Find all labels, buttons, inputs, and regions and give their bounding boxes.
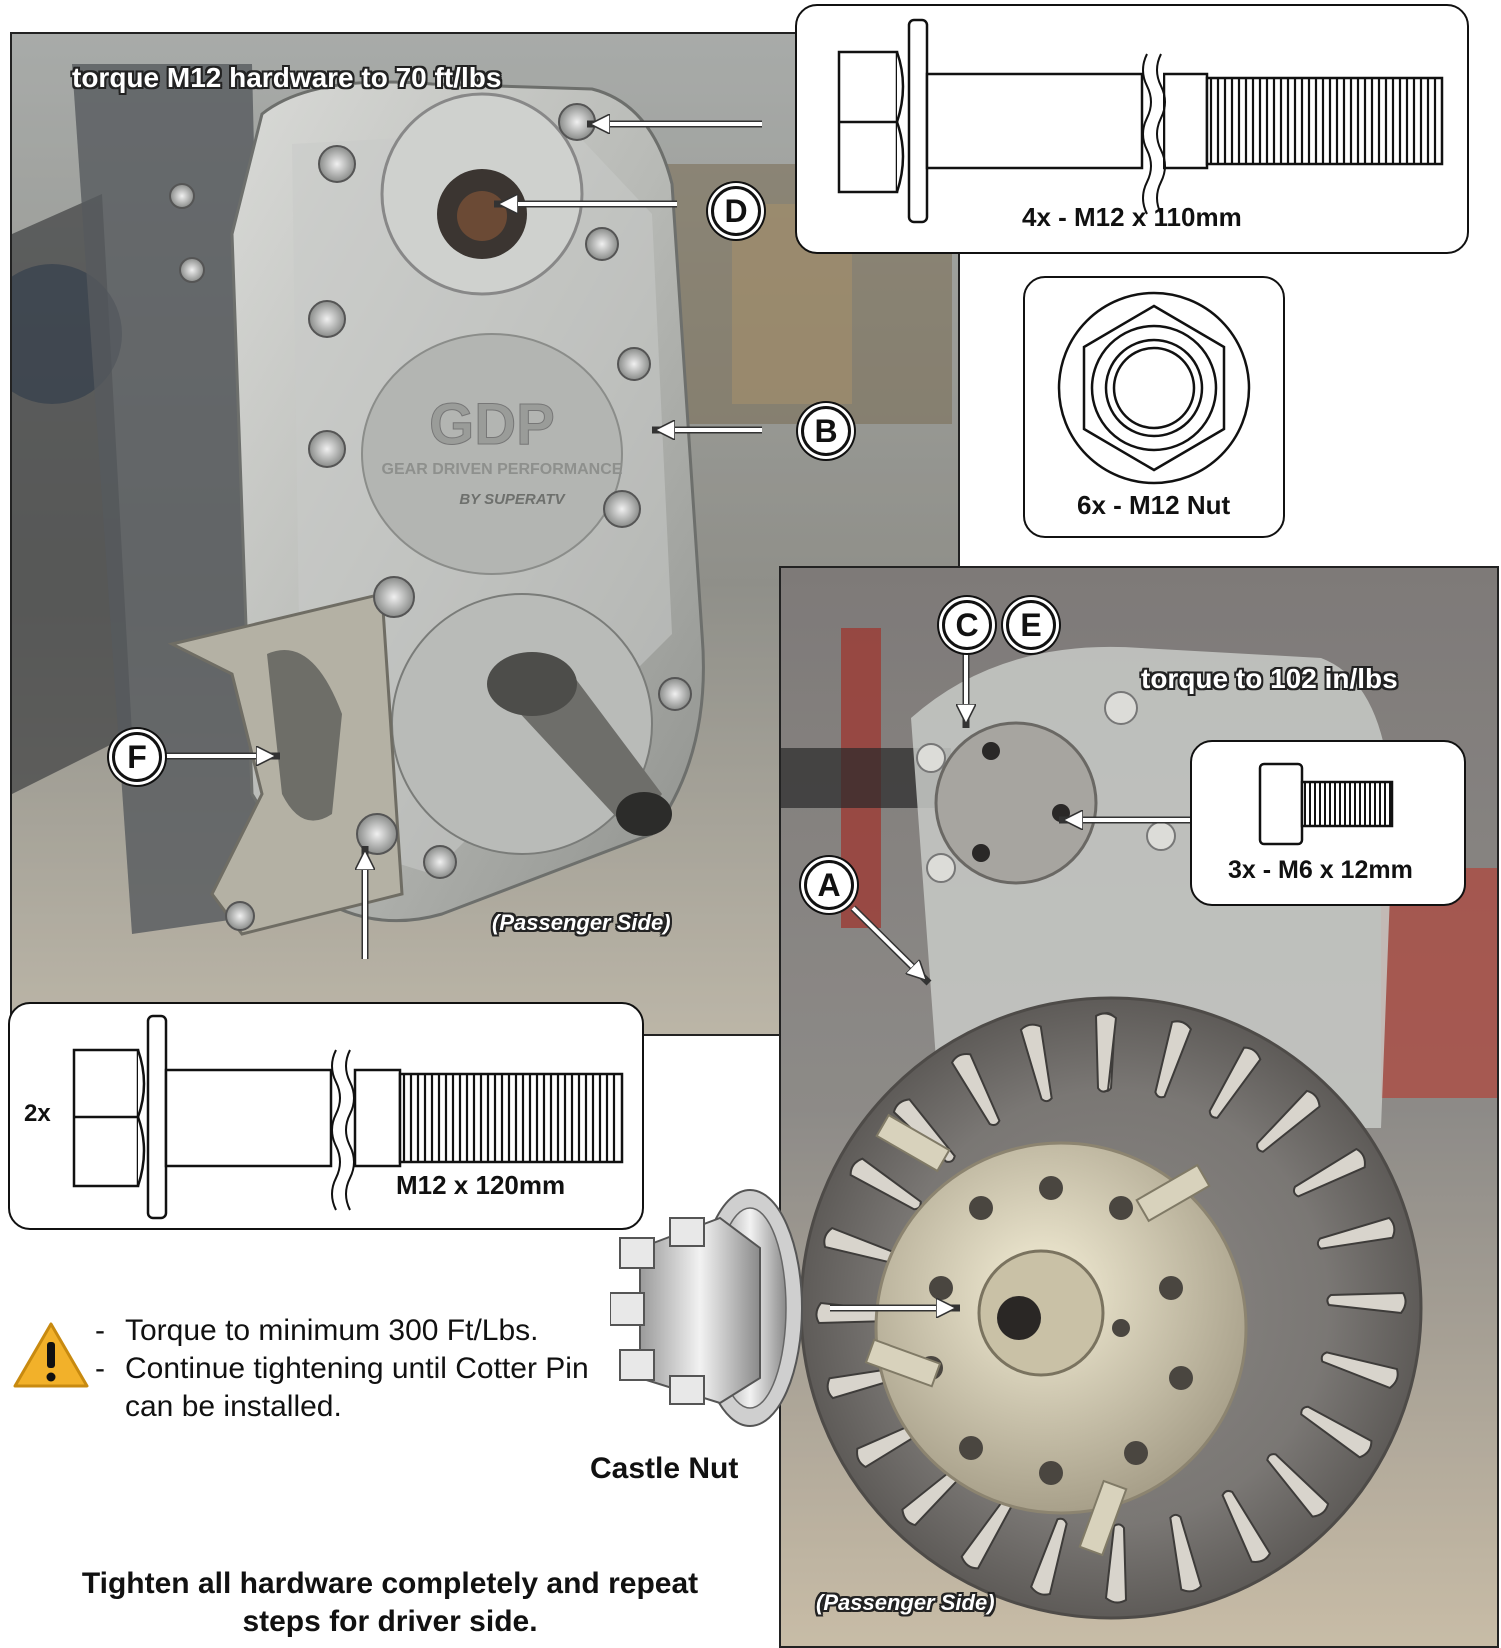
- warning-icon: [13, 1322, 89, 1388]
- top-photo-arrows: [162, 34, 762, 959]
- m6-bolt-label: 3x - M6 x 12mm: [1228, 856, 1413, 884]
- bottom-photo-arrows: [850, 643, 1191, 986]
- bolt-110-label: 4x - M12 x 110mm: [1022, 202, 1242, 232]
- badge-f: F: [112, 732, 162, 782]
- nut-label: 6x - M12 Nut: [1077, 490, 1231, 520]
- bolt-120-callout: 2x M12 x 120mm: [8, 1002, 644, 1230]
- logo-by-text: BY SUPERATV: [459, 491, 566, 508]
- bolt-120-label: M12 x 120mm: [396, 1170, 566, 1200]
- rotor-illustration: [781, 568, 1497, 1646]
- warning-line-2: Continue tightening until Cotter Pin can…: [95, 1350, 615, 1426]
- arrow-a: [851, 906, 925, 979]
- final-instruction: Tighten all hardware completely and repe…: [81, 1567, 699, 1638]
- flange-nut-icon: [1057, 291, 1251, 485]
- castle-nut-label: Castle Nut: [590, 1452, 739, 1485]
- badge-e: E: [1006, 600, 1056, 650]
- top-side-label: (Passenger Side): [492, 910, 671, 935]
- logo-text: GDP: [429, 392, 555, 457]
- bottom-torque-note: torque to 102 in/lbs: [1141, 663, 1398, 694]
- badge-c: C: [942, 600, 992, 650]
- bolt-110-callout: 4x - M12 x 110mm: [795, 4, 1469, 254]
- warning-list: Torque to minimum 300 Ft/Lbs. Continue t…: [95, 1312, 615, 1426]
- socket-cap-bolt-icon: [1258, 762, 1394, 846]
- logo-subtext: GEAR DRIVEN PERFORMANCE: [382, 461, 623, 478]
- castle-nut-icon: [610, 1189, 960, 1427]
- bottom-side-label: (Passenger Side): [816, 1590, 995, 1615]
- rotor-photo: torque to 102 in/lbs (Passenger Side): [779, 566, 1499, 1648]
- warning-line-1: Torque to minimum 300 Ft/Lbs.: [95, 1312, 615, 1350]
- flange-bolt-icon: [837, 18, 1444, 224]
- badge-b: B: [801, 406, 851, 456]
- nut-callout: 6x - M12 Nut: [1023, 276, 1285, 538]
- top-torque-note: torque M12 hardware to 70 ft/lbs: [72, 62, 502, 93]
- bolt-120-qty: 2x: [24, 1100, 51, 1127]
- badge-d: D: [711, 186, 761, 236]
- flange-bolt-long-icon: [72, 1014, 624, 1220]
- m6-bolt-callout: 3x - M6 x 12mm: [1190, 740, 1466, 906]
- badge-a: A: [804, 860, 854, 910]
